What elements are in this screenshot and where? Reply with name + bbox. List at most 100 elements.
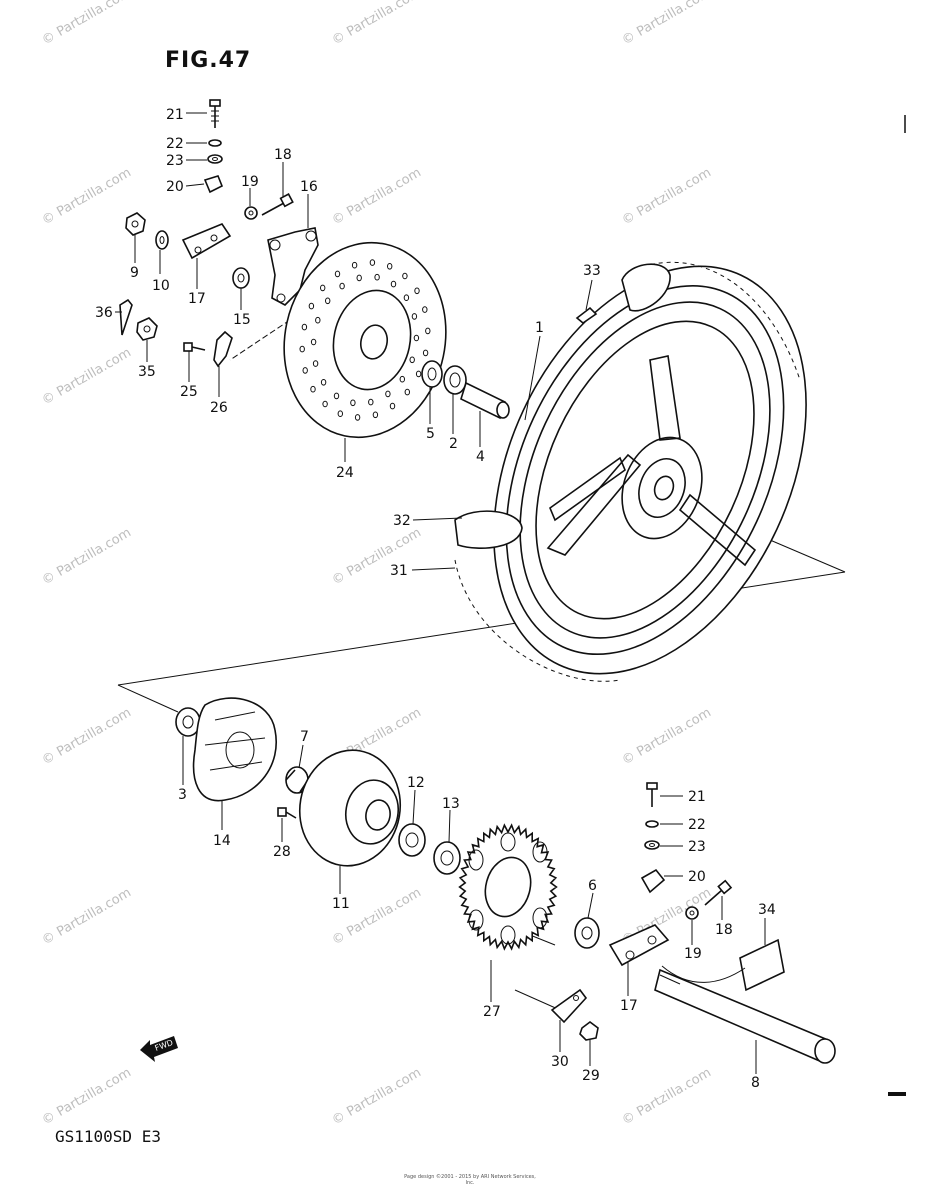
callout-22-bottom: 22 bbox=[688, 817, 706, 833]
callout-30: 30 bbox=[551, 1054, 569, 1070]
disc-hole bbox=[411, 313, 418, 320]
wheel-assembly-1 bbox=[454, 261, 807, 682]
disc-hole bbox=[387, 263, 393, 270]
callout-27: 27 bbox=[483, 1004, 501, 1020]
watermark: © Partzilla.com bbox=[330, 1065, 424, 1128]
rear-axle-8 bbox=[654, 968, 836, 1064]
disc-hole bbox=[356, 274, 362, 282]
bearing-12 bbox=[398, 823, 426, 857]
callout-9: 9 bbox=[130, 265, 139, 281]
washer-23-bottom bbox=[644, 840, 660, 850]
disc-hole bbox=[310, 338, 317, 346]
bearing-2 bbox=[443, 365, 467, 395]
caliper-bracket-16 bbox=[267, 227, 319, 306]
callout-12: 12 bbox=[407, 775, 425, 791]
washer-23-top bbox=[207, 154, 223, 164]
disc-hole bbox=[320, 379, 327, 386]
rear-sprocket-27 bbox=[458, 823, 558, 951]
callout-20: 20 bbox=[166, 179, 184, 195]
bolt-28 bbox=[277, 807, 297, 819]
disc-hole bbox=[422, 349, 429, 357]
label-34 bbox=[661, 938, 785, 992]
footer-copyright: Page design ©2001 - 2015 by ARI Network … bbox=[404, 1174, 536, 1186]
watermark: © Partzilla.com bbox=[40, 0, 134, 48]
disc-hole bbox=[369, 259, 376, 266]
callout-15: 15 bbox=[233, 312, 251, 328]
washer-10 bbox=[155, 230, 169, 250]
callout-22: 22 bbox=[166, 136, 184, 152]
callout-18-bottom: 18 bbox=[715, 922, 733, 938]
spacer-4 bbox=[460, 381, 510, 420]
callout-31: 31 bbox=[390, 563, 408, 579]
watermark: © Partzilla.com bbox=[330, 885, 424, 948]
oil-seal-5 bbox=[421, 360, 443, 388]
callout-25: 25 bbox=[180, 384, 198, 400]
disc-hole bbox=[425, 327, 431, 335]
watermark: © Partzilla.com bbox=[620, 165, 714, 228]
cush-damper-14 bbox=[192, 697, 277, 802]
disc-hole bbox=[389, 402, 396, 410]
callout-6: 6 bbox=[588, 878, 597, 894]
callout-1: 1 bbox=[535, 320, 544, 336]
callout-29: 29 bbox=[582, 1068, 600, 1084]
nut-29 bbox=[579, 1021, 599, 1041]
chain-adjuster-17-bottom bbox=[608, 924, 670, 967]
callout-28: 28 bbox=[273, 844, 291, 860]
disc-hole bbox=[409, 356, 415, 364]
disc-hole bbox=[414, 287, 420, 295]
sprocket-hub-11 bbox=[298, 749, 402, 867]
callout-19-bottom: 19 bbox=[684, 946, 702, 962]
watermark: © Partzilla.com bbox=[620, 1065, 714, 1128]
callout-10: 10 bbox=[152, 278, 170, 294]
fwd-arrow-icon: FWD bbox=[140, 1036, 178, 1062]
watermark: © Partzilla.com bbox=[330, 0, 424, 48]
nut-19-top bbox=[244, 206, 258, 220]
watermark: © Partzilla.com bbox=[40, 1065, 134, 1128]
watermark: © Partzilla.com bbox=[620, 0, 714, 48]
callout-23: 23 bbox=[166, 153, 184, 169]
lock-plate-30 bbox=[550, 988, 588, 1024]
callout-32: 32 bbox=[393, 513, 411, 529]
watermark: © Partzilla.com bbox=[40, 525, 134, 588]
disc-hole bbox=[415, 370, 422, 378]
callout-20-bottom: 20 bbox=[688, 869, 706, 885]
disc-hole bbox=[312, 360, 319, 367]
callout-21-bottom: 21 bbox=[688, 789, 706, 805]
oil-seal-13 bbox=[433, 841, 461, 875]
callout-21: 21 bbox=[166, 107, 184, 123]
disc-hole bbox=[310, 385, 316, 393]
disc-hole bbox=[351, 261, 358, 269]
nut-19-bottom bbox=[685, 906, 699, 920]
leader-lines bbox=[115, 112, 766, 1074]
disc-hole bbox=[374, 273, 380, 281]
castle-nut-35 bbox=[136, 317, 158, 341]
callout-14: 14 bbox=[213, 833, 231, 849]
disc-hole bbox=[403, 294, 410, 302]
watermark: © Partzilla.com bbox=[330, 165, 424, 228]
callout-33: 33 bbox=[583, 263, 601, 279]
disc-hole bbox=[354, 414, 361, 421]
disc-hole bbox=[320, 284, 326, 292]
disc-hole bbox=[299, 345, 305, 353]
callout-26: 26 bbox=[210, 400, 228, 416]
watermark: © Partzilla.com bbox=[330, 525, 424, 588]
figure-title: FIG.47 bbox=[165, 48, 252, 73]
disc-hole bbox=[322, 400, 328, 408]
bearing-3 bbox=[175, 707, 201, 737]
callout-19: 19 bbox=[241, 174, 259, 190]
disc-hole bbox=[337, 410, 343, 418]
bolt-21-bottom bbox=[646, 782, 658, 807]
callout-36: 36 bbox=[95, 305, 113, 321]
bolt-18-bottom bbox=[704, 879, 733, 906]
callout-24: 24 bbox=[336, 465, 354, 481]
disc-hole bbox=[390, 280, 397, 288]
callout-35: 35 bbox=[138, 364, 156, 380]
callout-8: 8 bbox=[751, 1075, 760, 1091]
disc-hole bbox=[402, 272, 408, 280]
callout-16: 16 bbox=[300, 179, 318, 195]
watermark: © Partzilla.com bbox=[40, 165, 134, 228]
disc-hole bbox=[350, 399, 356, 407]
callout-34: 34 bbox=[758, 902, 776, 918]
washer-22-top bbox=[208, 139, 222, 147]
